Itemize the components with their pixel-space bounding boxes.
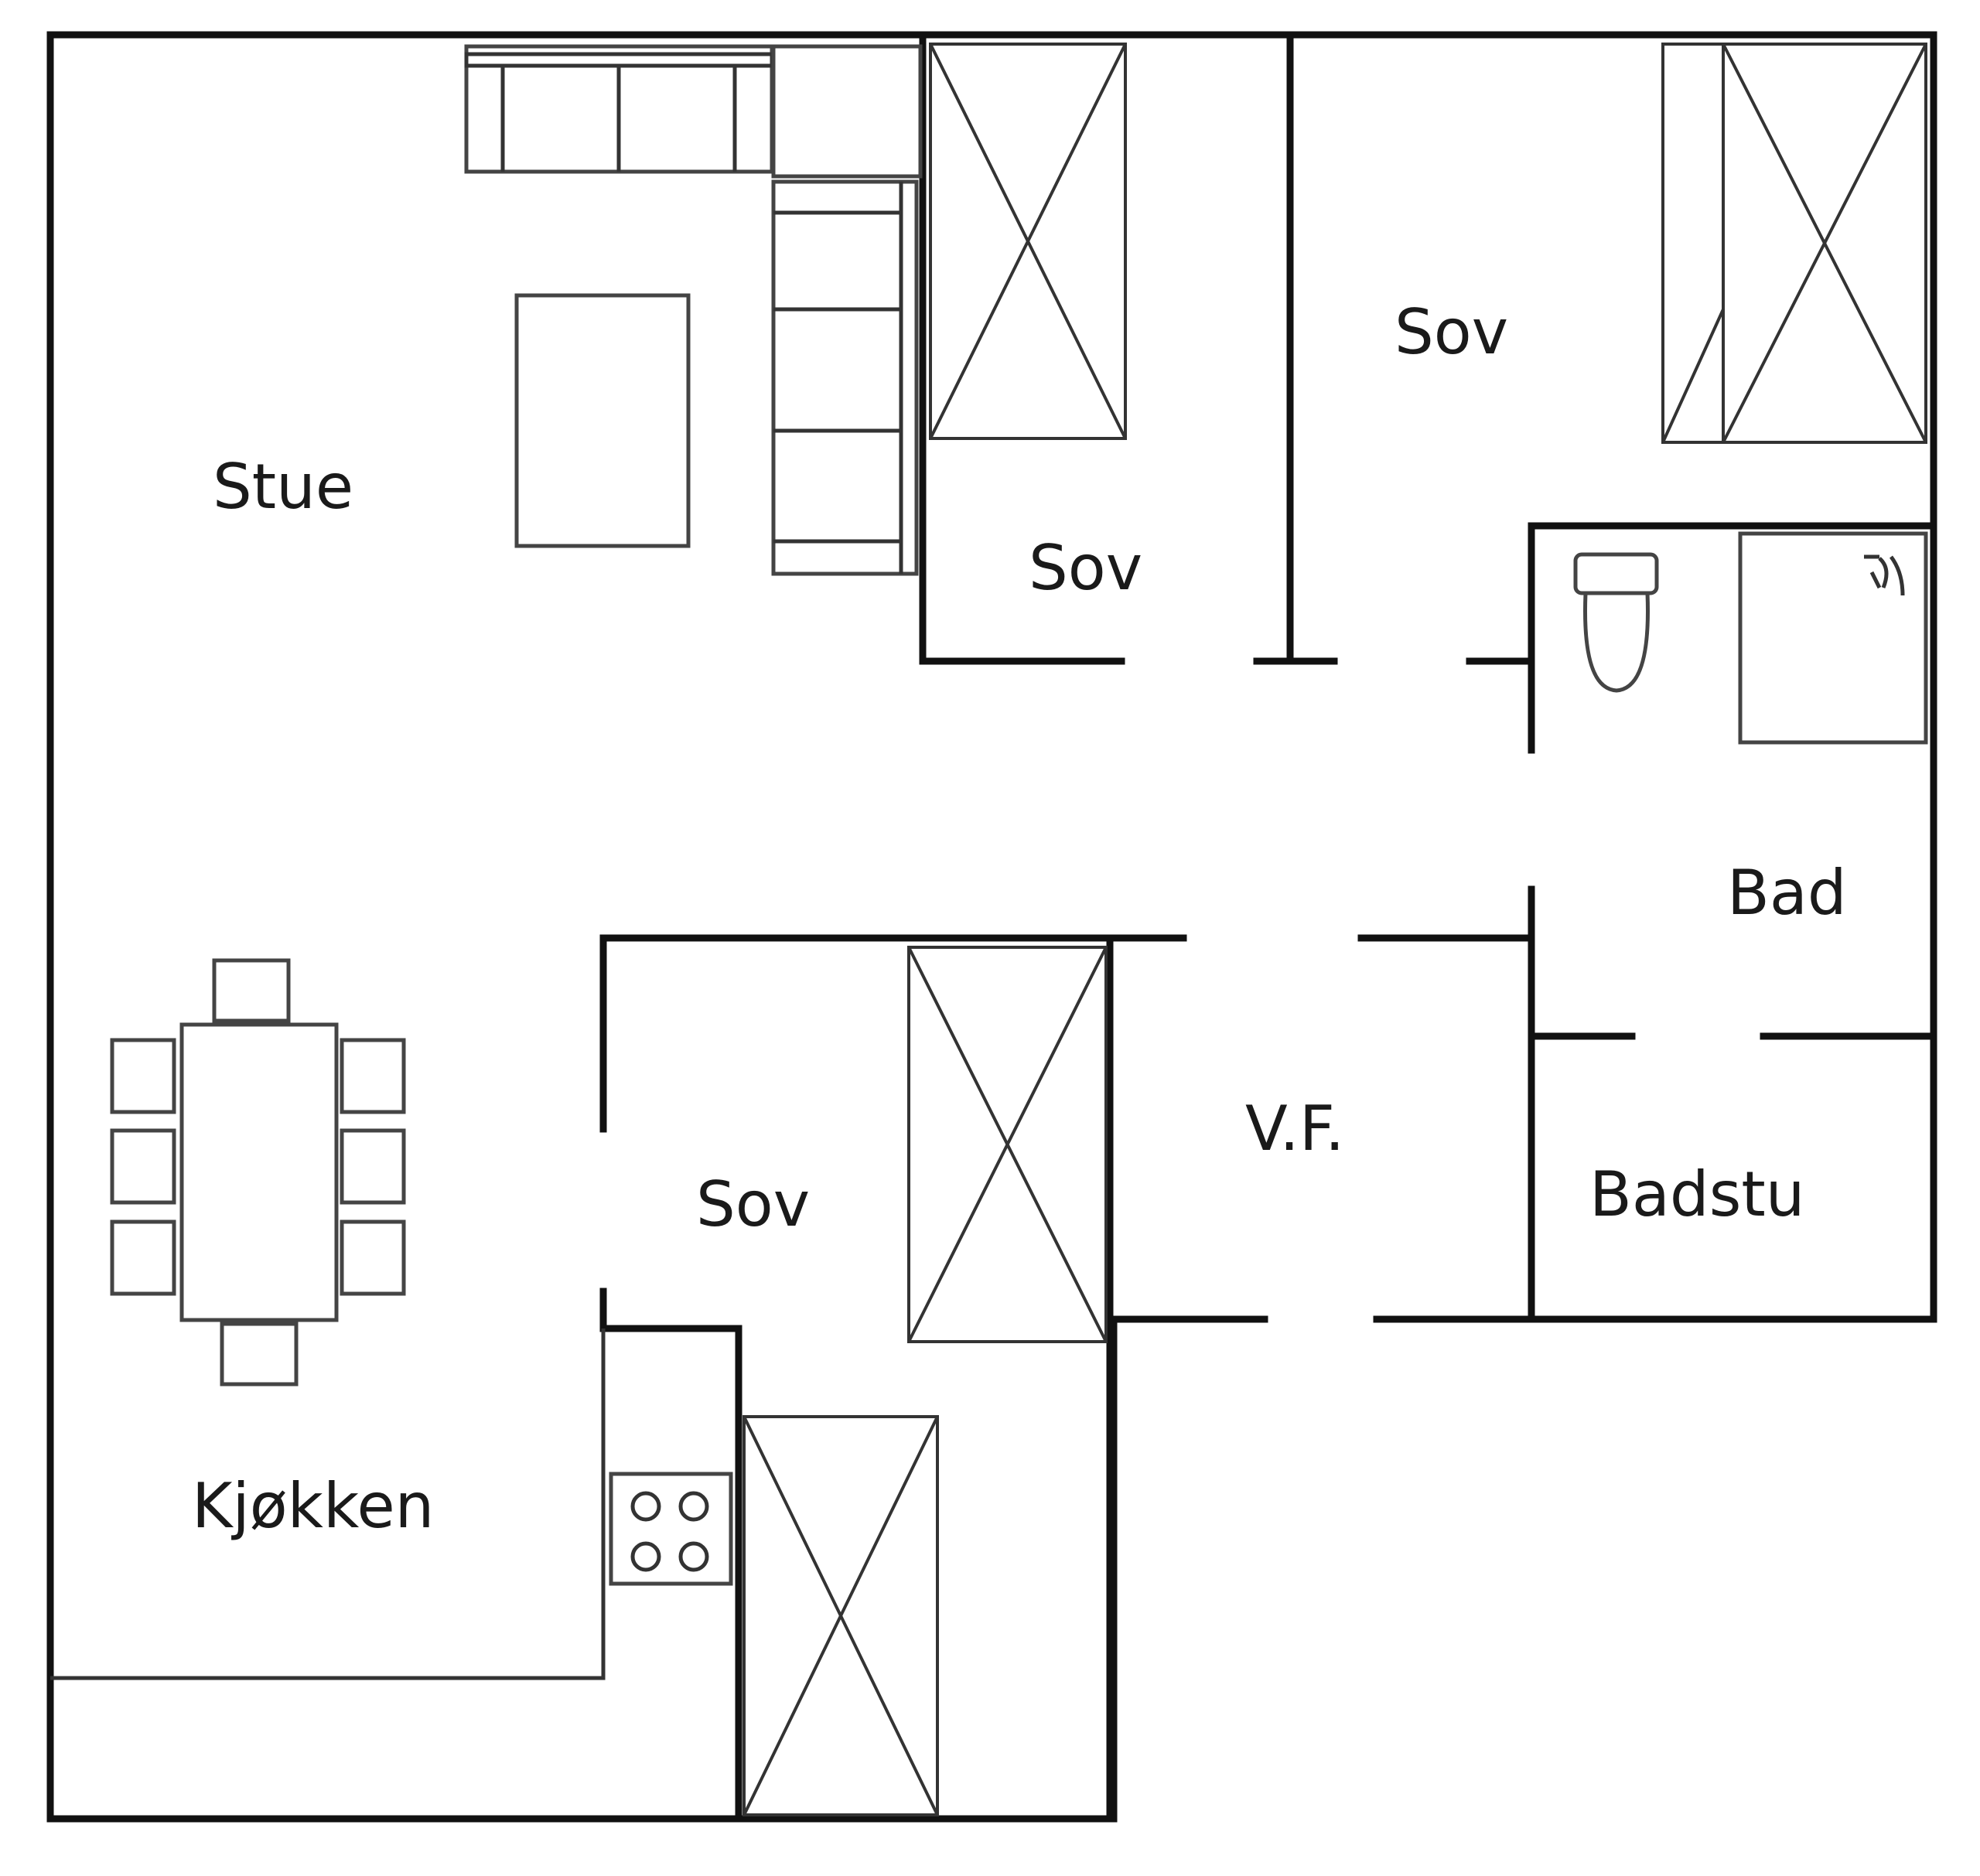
wardrobes <box>742 43 1927 1816</box>
wall-sov-top-left <box>919 31 1125 665</box>
sofa-icon <box>464 44 923 576</box>
room-label-badstu: Badstu <box>1589 1158 1804 1230</box>
kitchen-counter <box>50 1329 606 1680</box>
outer-walls <box>46 31 1937 1823</box>
interior-walls <box>50 31 1937 1823</box>
wall-sov-bottom-lower <box>599 1288 742 1823</box>
room-label-vf: V.F. <box>1245 1093 1344 1165</box>
room-label-sov-top-right: Sov <box>1395 296 1508 368</box>
room-label-stue: Stue <box>213 451 353 523</box>
stove-icon <box>609 1472 733 1586</box>
closet-cross-icon <box>1661 43 1927 444</box>
shower-icon <box>1738 531 1928 745</box>
toilet-icon <box>1573 552 1659 693</box>
room-label-kjokken: Kjøkken <box>192 1470 434 1542</box>
outer-wall-top-right <box>46 31 1937 1323</box>
coffee-table <box>514 293 691 548</box>
room-label-bad: Bad <box>1727 857 1847 929</box>
wall-sov-bottom <box>599 934 1114 1823</box>
room-label-sov-top-left: Sov <box>1029 532 1142 604</box>
wall-bad-top <box>1528 522 1937 754</box>
room-label-sov-bottom: Sov <box>696 1168 810 1240</box>
closet-cross-icon <box>929 43 1127 440</box>
dining-table-icon <box>110 958 406 1387</box>
closet-cross-icon <box>742 1415 939 1816</box>
closet-cross-icon <box>907 946 1108 1343</box>
